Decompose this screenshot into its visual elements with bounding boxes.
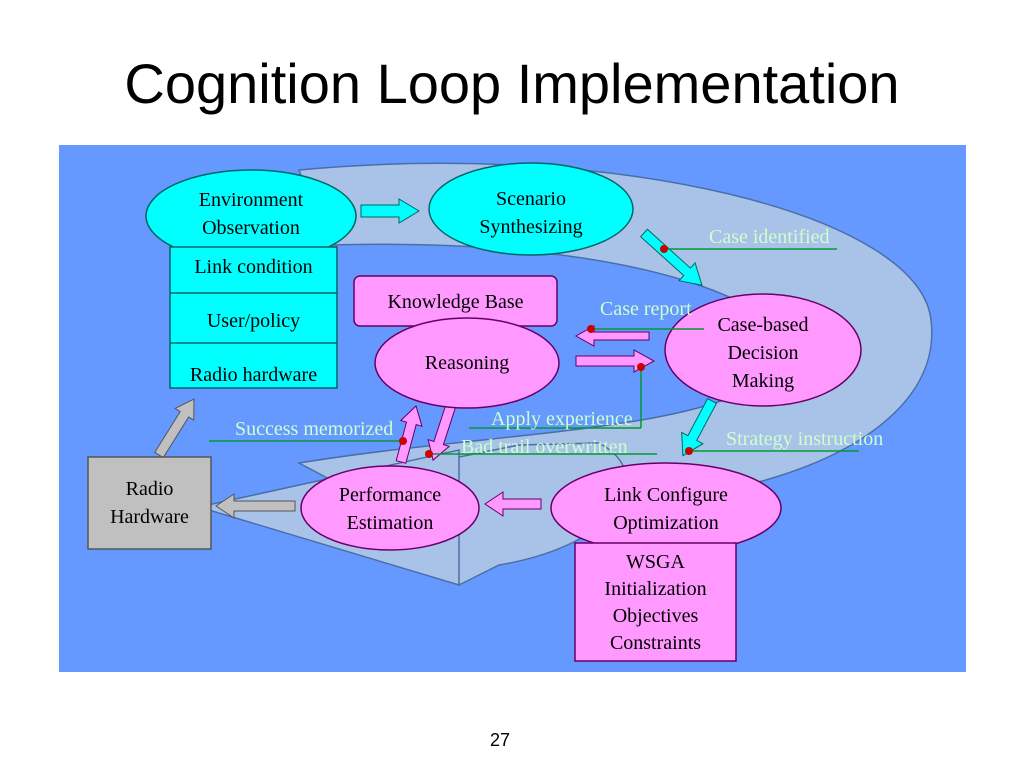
radio-hardware-label: Radio Hardware	[88, 475, 211, 531]
env-item-user-policy: User/policy	[206, 310, 301, 332]
label-line: Decision	[727, 342, 799, 364]
success-memorized-note: Success memorized	[235, 418, 394, 440]
label-line: Making	[731, 370, 795, 392]
label-line: Objectives	[612, 605, 699, 627]
diagram-canvas	[87, 162, 933, 662]
label-line: Initialization	[604, 578, 707, 600]
env-item-radio-hardware: Radio hardware	[189, 364, 318, 386]
performance-estimation-label: Performance Estimation	[310, 481, 470, 537]
env-items-box	[169, 246, 338, 389]
wsga-label: WSGA Initialization Objectives Constrain…	[575, 549, 736, 657]
radio-hardware-node	[87, 456, 212, 550]
arrow-env-to-scenario	[360, 198, 420, 224]
label-line: Performance	[338, 484, 442, 506]
case-based-decision-node	[664, 293, 862, 407]
label-line: Synthesizing	[479, 216, 583, 238]
label-line: Hardware	[110, 506, 189, 528]
environment-observation-label: Environment Observation	[171, 186, 331, 242]
performance-estimation-node	[300, 465, 480, 551]
label-line: Estimation	[346, 512, 434, 534]
diagram-panel: Environment Observation Scenario Synthes…	[59, 145, 966, 672]
arrow-reasoning-to-performance	[427, 402, 457, 462]
label-line: WSGA	[626, 551, 685, 573]
case-report-note: Case report	[600, 298, 692, 320]
reasoning-label: Reasoning	[424, 352, 510, 374]
label-line: Environment	[198, 189, 304, 211]
strategy-instruction-note: Strategy instruction	[726, 428, 884, 450]
label-line: Optimization	[613, 512, 719, 534]
label-line: Observation	[202, 217, 300, 239]
bad-trail-overwritten-note: Bad trail overwritten	[461, 436, 628, 458]
scenario-synthesizing-node	[428, 162, 634, 256]
arrow-case-to-link	[681, 397, 718, 457]
label-line: Case-based	[717, 314, 809, 336]
label-line: Constraints	[609, 632, 702, 654]
label-line: Scenario	[496, 188, 566, 210]
env-item-link-condition: Link condition	[194, 256, 313, 278]
apply-experience-note: Apply experience	[491, 408, 633, 430]
case-identified-note: Case identified	[709, 226, 830, 248]
link-configure-optimization-label: Link Configure Optimization	[576, 481, 756, 537]
arrow-link-to-performance	[484, 491, 542, 517]
case-based-decision-label: Case-based Decision Making	[683, 311, 843, 395]
reasoning-node	[374, 317, 560, 409]
wsga-node	[574, 542, 737, 662]
note-leaders	[209, 248, 859, 455]
page-number: 27	[489, 730, 511, 750]
label-line: Radio	[125, 478, 174, 500]
knowledge-base-label: Knowledge Base	[387, 291, 524, 313]
arrow-performance-to-reasoning	[395, 405, 423, 464]
scenario-synthesizing-label: Scenario Synthesizing	[451, 185, 611, 241]
note-anchors	[399, 245, 693, 458]
arrow-performance-to-radio	[215, 493, 296, 519]
arrow-scenario-to-case	[639, 228, 703, 286]
arrow-radio-to-env	[154, 398, 195, 459]
slide-title: Cognition Loop Implementation	[124, 52, 900, 115]
label-line: Link Configure	[604, 484, 728, 506]
